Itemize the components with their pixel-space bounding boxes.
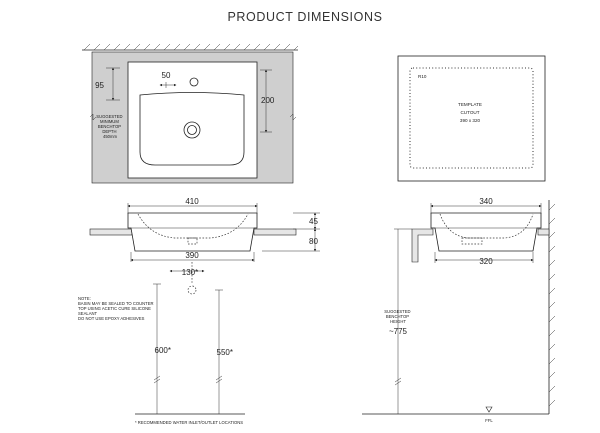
front-width-bottom-label: 390: [185, 251, 199, 260]
side-benchtop-section: [411, 228, 434, 263]
break-mark-right: [289, 113, 297, 121]
outlet-position-marker: [187, 285, 197, 295]
dim-bowl-depth-label: 200: [261, 96, 275, 105]
tap-hole: [189, 77, 199, 87]
template-size-label: 390 x 320: [460, 118, 481, 123]
template-cutout-outline: [409, 67, 534, 169]
ffl-label: FFL: [485, 418, 493, 423]
side-width-bottom-label: 320: [479, 257, 493, 266]
side-waste-hidden: [461, 237, 483, 245]
break-mark-left: [89, 113, 97, 121]
drawing-title: PRODUCT DIMENSIONS: [227, 10, 382, 24]
top-view: 50 95 200 SUGGESTED MINIMUM BENCHTOP DEP…: [82, 43, 299, 184]
front-bowl-hidden: [137, 213, 249, 239]
benchtop-depth-note: SUGGESTED MINIMUM BENCHTOP DEPTH 450mm: [96, 114, 123, 139]
template-radius-label: R10: [418, 74, 427, 79]
template-label-line1: TEMPLATE: [458, 102, 482, 107]
outlet-height-label: 550*: [217, 348, 233, 357]
side-bowl-hidden: [439, 213, 534, 239]
dim-hole-from-wall-label: 95: [95, 81, 104, 90]
template-label-line2: CUTOUT: [460, 110, 479, 115]
ffl-marker-icon: [485, 406, 493, 413]
side-width-top-label: 340: [479, 197, 493, 206]
height-above-label: 45: [309, 217, 318, 226]
dim-hole-offset-label: 50: [162, 71, 171, 80]
side-benchtop-back: [537, 228, 550, 236]
outlet-spacing-label: 130*: [182, 268, 198, 277]
front-basin-body: [127, 212, 258, 252]
bench-height-note: SUGGESTED BENCHTOP HEIGHT: [384, 309, 411, 324]
bench-ledge-left: [89, 228, 133, 236]
side-basin-body: [430, 212, 542, 252]
front-width-top-label: 410: [185, 197, 199, 206]
wall-hatch: [83, 43, 299, 51]
install-note: NOTE: BASIN MAY BE SEALED TO COUNTER TOP…: [78, 296, 155, 321]
front-view: 410 45 80 390 130* 600*: [89, 197, 320, 415]
waste-inner: [187, 125, 197, 135]
recommended-locations-footnote: * RECOMMENDED WATER INLET/OUTLET LOCATIO…: [135, 420, 243, 425]
front-waste-hidden: [187, 237, 198, 245]
height-below-label: 80: [309, 237, 318, 246]
bench-height-value: ~775: [389, 327, 408, 336]
side-view: 340 320 SUGGESTED: [362, 197, 556, 423]
inlet-height-label: 600*: [155, 346, 171, 355]
template-view: R10 TEMPLATE CUTOUT 390 x 320: [397, 55, 546, 182]
template-border: [397, 55, 546, 182]
bench-ledge-right: [253, 228, 297, 236]
side-wall-hatch: [548, 203, 556, 407]
